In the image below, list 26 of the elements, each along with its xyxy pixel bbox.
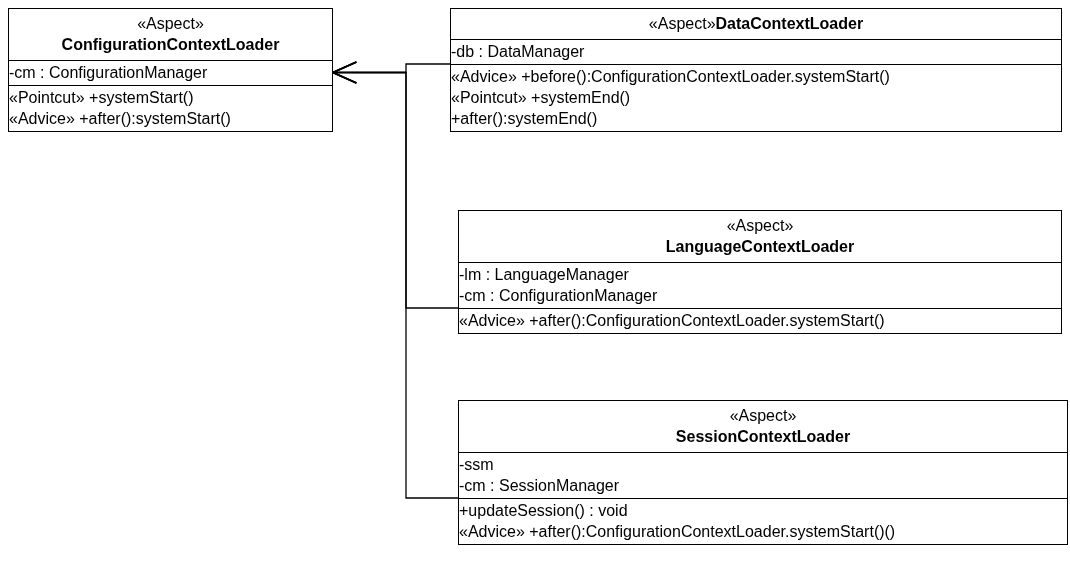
class-box [458,400,1068,545]
stereotype-label: «Aspect» [136,14,205,34]
class-name: SessionContextLoader [674,427,852,447]
class-box [458,210,1062,334]
attribute-text: -cm : SessionManager [459,476,621,496]
class-box [450,8,1062,132]
class-name: «Aspect»DataContextLoader [647,14,865,34]
operation-text: «Advice» +before():ConfigurationContextLoader.systemStart() [451,67,891,87]
attribute-text: -cm : ConfigurationManager [9,63,209,83]
operation-text: «Advice» +after():systemStart() [9,109,232,129]
operation-text: +updateSession() : void [459,501,629,521]
operation-text: +after():systemEnd() [451,109,599,129]
attribute-text: -db : DataManager [451,42,586,62]
operation-text: «Advice» +after():ConfigurationContextLoader.systemStart() [459,311,886,331]
association-arrow [332,61,459,499]
class-name: ConfigurationContextLoader [60,35,281,55]
attribute-text: -ssm [459,455,495,475]
stereotype-label: «Aspect» [725,216,795,236]
attribute-text: -lm : LanguageManager [459,265,630,285]
stereotype-label: «Aspect» [728,406,798,426]
operation-text: «Pointcut» +systemEnd() [451,88,632,108]
operation-text: «Pointcut» +systemStart() [9,88,195,108]
class-box [8,8,333,132]
operation-text: «Advice» +after():ConfigurationContextLoader.systemStart()() [459,522,897,542]
class-name: LanguageContextLoader [664,237,856,257]
attribute-text: -cm : ConfigurationManager [459,286,659,306]
